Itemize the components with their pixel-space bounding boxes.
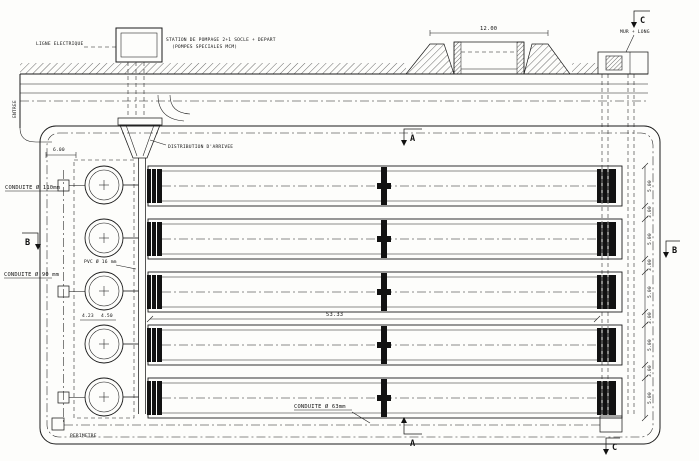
section-c-letter: C [640,16,645,26]
site-boundary [39,125,661,445]
strip-dim-4: 5.00 [647,339,653,351]
ground-hatch-right [572,63,598,74]
section-b-letter-left: B [25,238,30,248]
tank-enclosure [73,159,135,419]
gap-dim-2: 3.00 [647,259,653,271]
pump-station-outline [115,27,163,63]
section-marker-b-right: B [663,240,680,258]
section-b-letter-right: B [672,246,677,256]
digester-tanks [73,159,139,419]
dim-a: 4.23 [82,313,94,319]
tank-4 [84,324,139,364]
strip-dim-2: 5.00 [647,233,653,245]
lagoon-strip-3 [146,271,623,313]
left-embankment [405,43,455,75]
section-marker-b-left: B [22,232,41,250]
section-marker-c-top: C [631,10,650,28]
strip-dim-3: 5.00 [647,286,653,298]
right-embankment [523,43,571,75]
ground-hatch-left [20,63,406,74]
outlet-chamber [599,415,623,433]
perimeter-centerline [46,132,654,438]
corner-chamber [51,417,65,431]
lagoon-strip-5 [146,377,623,419]
lagoon-strip-1 [146,165,623,207]
lagoon-cross-section: 12.00 [405,26,571,75]
section-width-dim: 12.00 [480,26,497,32]
entree-label: ENTREE [12,100,18,118]
section-marker-a-bottom: A [401,417,422,449]
strip-dim-1: 5.00 [647,180,653,192]
perimetre-label: PERIMETRE [70,433,97,439]
conduite-110-label: CONDUITE Ø 110mm [5,184,60,191]
gap-dim-1: 3.00 [647,206,653,218]
section-marker-c-bottom: C [603,437,620,455]
outlet-box [597,51,649,75]
lagoon-strips [146,165,623,419]
left-dim: 6.00 [53,147,65,153]
gap-dim-4: 3.00 [647,365,653,377]
section-a-letter-bottom: A [410,439,415,449]
right-conduits [599,74,635,433]
tank-1 [84,165,139,205]
section-marker-a-top: A [401,128,422,146]
distribution-label: DISTRIBUTION D'ARRIVEE [168,144,233,150]
pump-station: LIGNE ELECTRIQUE STATION DE POMPAGE 2+1 … [36,27,276,118]
funnel [119,124,161,159]
station-label-line1: STATION DE POMPAGE 2+1 SOCLE + DEPART [166,37,276,43]
site-outline [39,125,661,445]
tank-2 [84,218,139,258]
conduite-63-label: CONDUITE Ø 63mm [294,403,346,410]
section-a-letter-top: A [410,134,415,144]
lagoon-strip-2 [146,218,623,260]
outlet-detail: MUR + LONG [597,29,650,75]
gap-dim-3: 3.00 [647,312,653,324]
lagoon-strip-4 [146,324,623,366]
overall-length-dim: 53.33 [326,312,343,318]
station-label-line2: (POMPES SPECIALES MCM) [172,44,237,50]
mur-long-label: MUR + LONG [620,29,650,35]
conduite-90-label: CONDUITE Ø 90 mm [4,271,59,278]
section-c-letter-bottom: C [612,443,617,453]
tank-5 [84,377,139,417]
strip-dim-5: 5.00 [647,392,653,404]
dimensions: 53.33 6.00 4.23 4.50 5.00 3.00 5.00 3.00… [45,147,653,422]
distribution-structure: DISTRIBUTION D'ARRIVEE [117,117,233,414]
tank-3 [84,271,139,311]
ground-profile: ENTREE [12,63,648,143]
left-pipework: PERIMETRE [51,170,600,439]
pvc-16-label: PVC Ø 16 mm [84,258,117,265]
pipe-labels: CONDUITE Ø 110mm CONDUITE Ø 90 mm PVC Ø … [4,184,371,424]
ligne-electrique-label: LIGNE ELECTRIQUE [36,41,83,47]
dim-b: 4.50 [101,313,113,319]
